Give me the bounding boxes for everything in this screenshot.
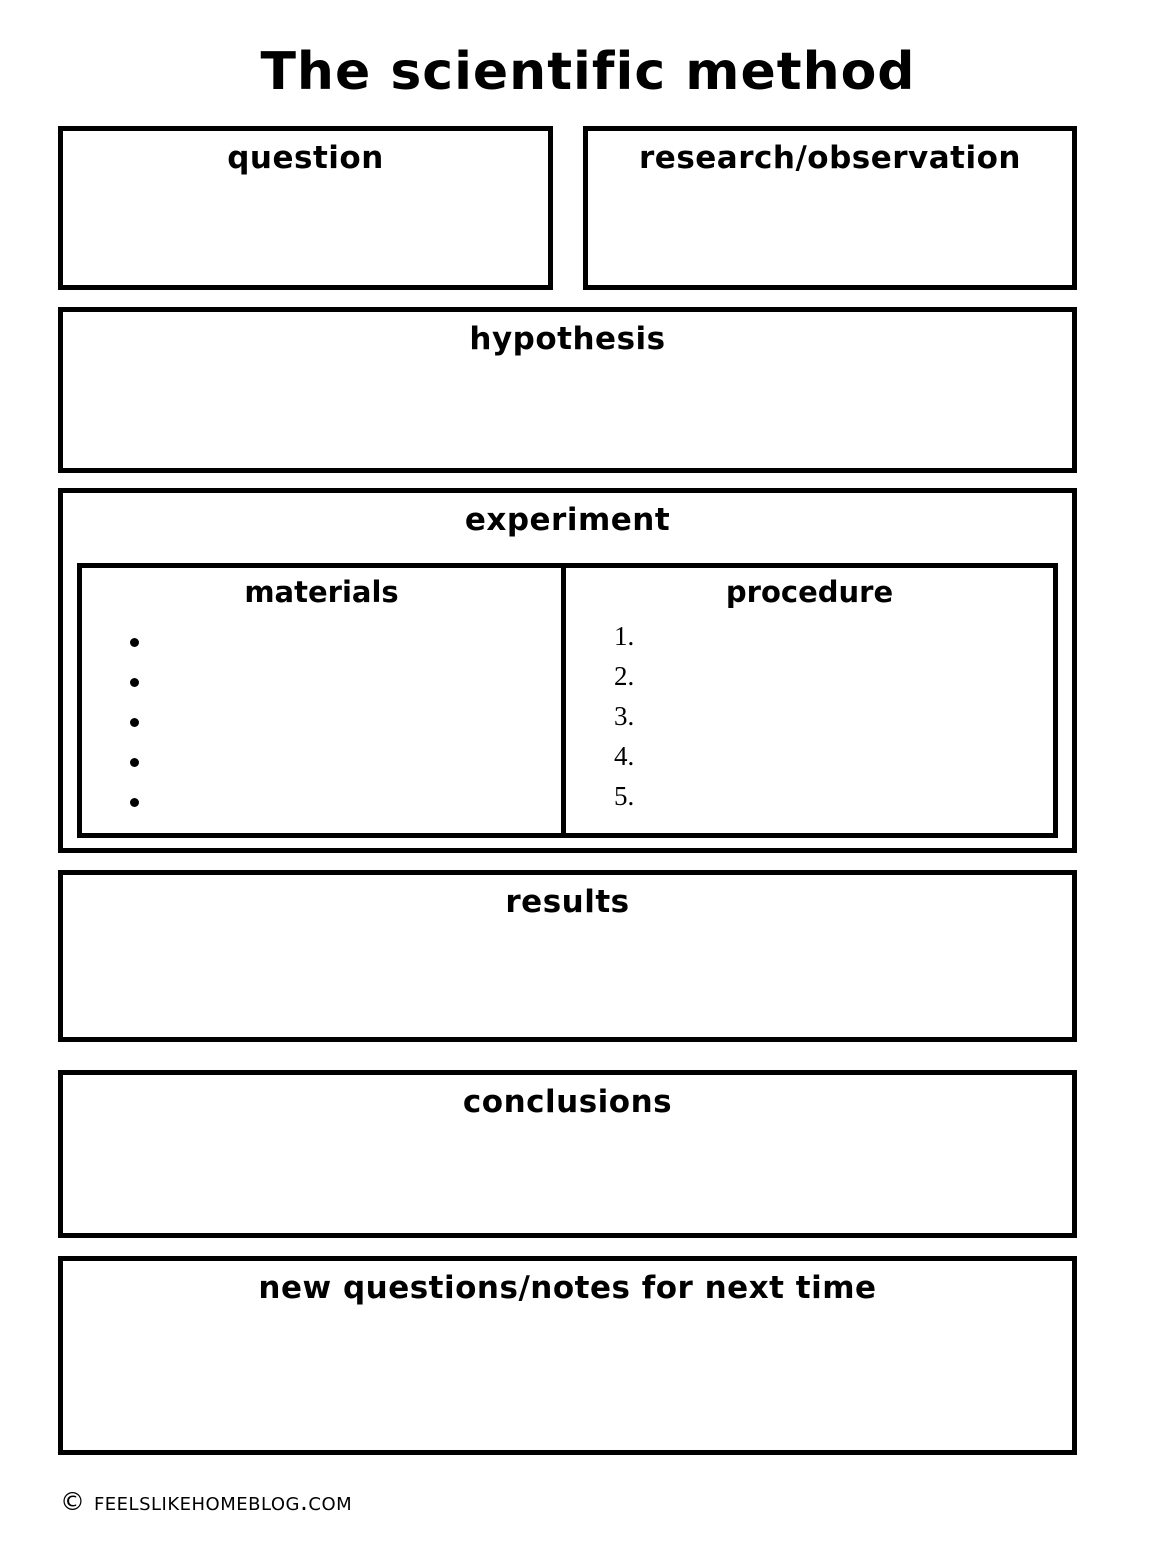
section-results[interactable]: results bbox=[58, 870, 1077, 1042]
section-hypothesis[interactable]: hypothesis bbox=[58, 307, 1077, 473]
bullet-icon bbox=[130, 718, 139, 727]
section-materials[interactable]: materials bbox=[82, 568, 566, 833]
section-research-observation-label: research/observation bbox=[639, 140, 1021, 176]
bullet-icon bbox=[130, 798, 139, 807]
copyright-footer: © feelslikehomeblog.com bbox=[60, 1487, 353, 1516]
bullet-icon bbox=[130, 638, 139, 647]
list-item[interactable]: 2. bbox=[614, 661, 635, 691]
section-results-label: results bbox=[505, 884, 630, 920]
section-new-questions-label: new questions/notes for next time bbox=[258, 1270, 877, 1306]
procedure-numbered-list: 1. 2. 3. 4. 5. bbox=[614, 616, 634, 816]
section-conclusions[interactable]: conclusions bbox=[58, 1070, 1077, 1238]
section-new-questions[interactable]: new questions/notes for next time bbox=[58, 1256, 1077, 1455]
list-item[interactable]: 5. bbox=[614, 781, 635, 811]
section-question-label: question bbox=[227, 140, 384, 176]
section-experiment[interactable]: experiment materials procedure 1. 2. 3. bbox=[58, 488, 1077, 853]
bullet-icon bbox=[130, 758, 139, 767]
section-materials-label: materials bbox=[244, 575, 399, 609]
list-item[interactable]: 4. bbox=[614, 741, 635, 771]
experiment-inner-box: materials procedure 1. 2. 3. 4. 5. bbox=[77, 563, 1058, 838]
section-experiment-label: experiment bbox=[464, 502, 671, 538]
section-question[interactable]: question bbox=[58, 126, 553, 290]
bullet-icon bbox=[130, 678, 139, 687]
section-procedure-label: procedure bbox=[725, 575, 894, 609]
page-title: The scientific method bbox=[260, 42, 916, 102]
section-research-observation[interactable]: research/observation bbox=[583, 126, 1077, 290]
list-item[interactable]: 1. bbox=[614, 621, 635, 651]
section-procedure[interactable]: procedure 1. 2. 3. 4. 5. bbox=[566, 568, 1053, 833]
list-item[interactable]: 3. bbox=[614, 701, 635, 731]
section-conclusions-label: conclusions bbox=[462, 1084, 673, 1120]
section-hypothesis-label: hypothesis bbox=[469, 321, 666, 357]
